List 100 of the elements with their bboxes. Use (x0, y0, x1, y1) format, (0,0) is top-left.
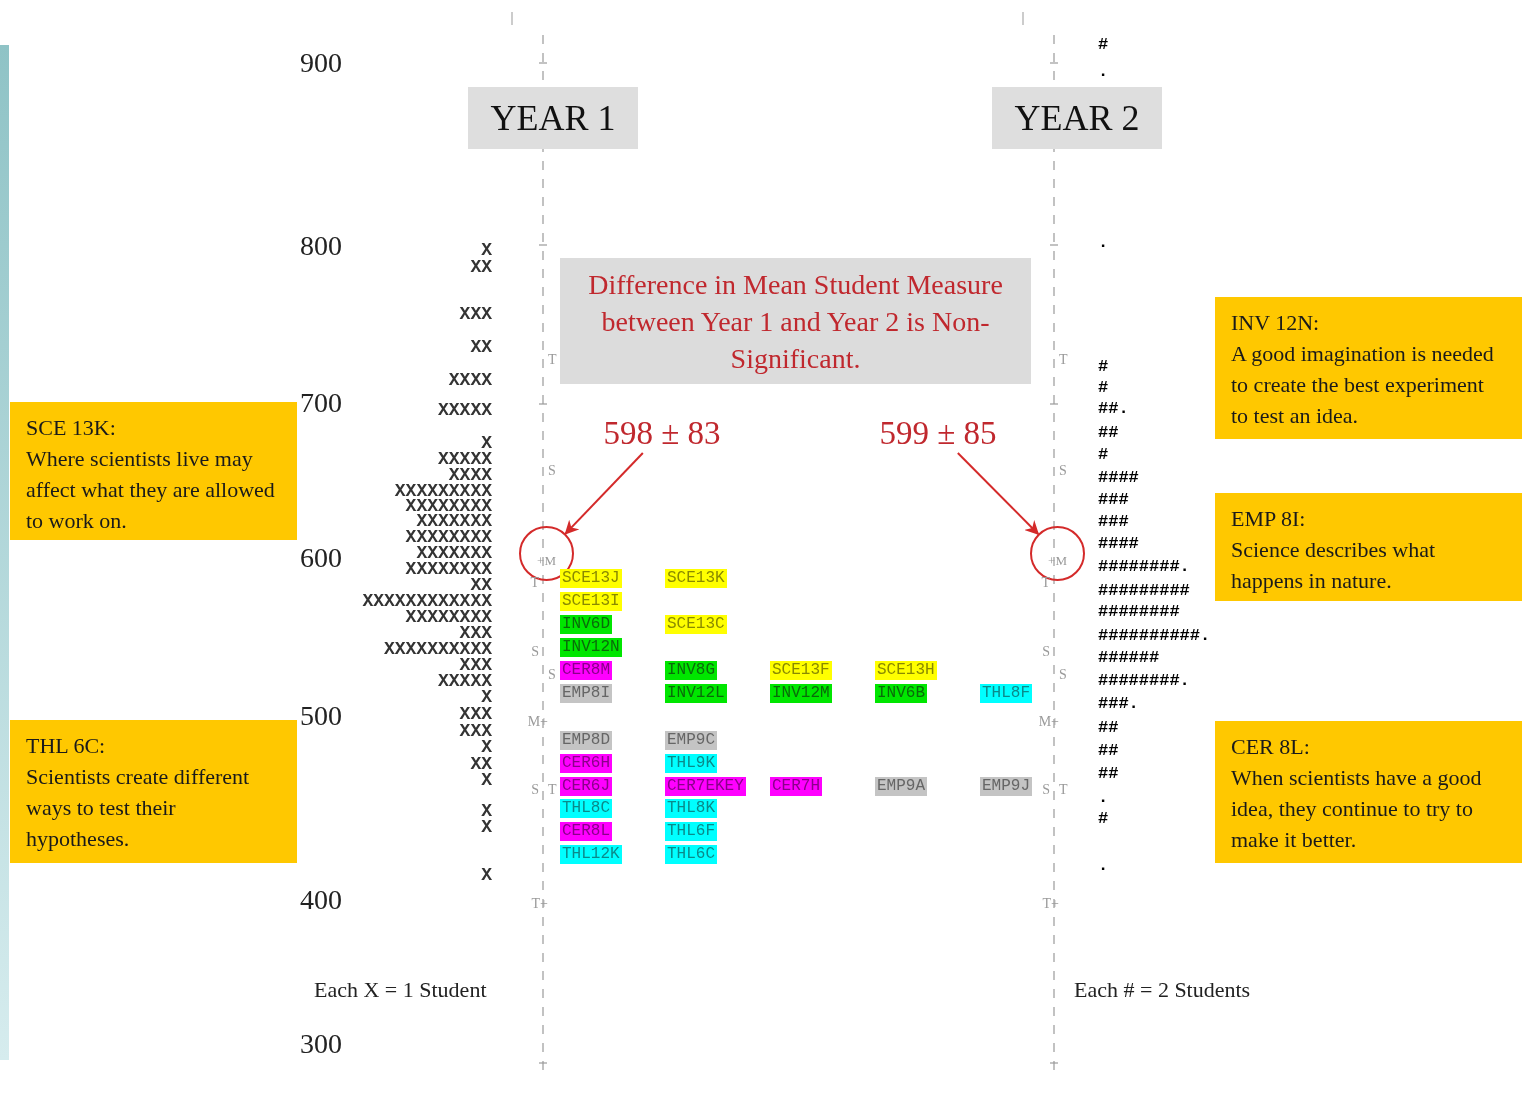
axis-value: 800 (300, 230, 342, 262)
axis-marker: S (1042, 644, 1050, 660)
student-count-row: ######## (1098, 604, 1180, 620)
item-tag: THL6C (665, 845, 717, 864)
item-tag: CER7EKEY (665, 777, 746, 796)
card-text: A good imagination is needed to create the best experiment to test an idea. (1231, 340, 1495, 430)
axis-marker: T (1059, 352, 1068, 368)
student-count-row: ## (1098, 743, 1119, 759)
axis-marker: T (548, 782, 557, 798)
student-count-row: ########. (1098, 559, 1190, 575)
item-tag: THL8K (665, 799, 717, 818)
item-tag: SCE13C (665, 615, 727, 634)
year-heading: YEAR 2 (992, 87, 1162, 149)
item-tag: SCE13H (875, 661, 937, 680)
histogram-key: Each # = 2 Students (1074, 977, 1251, 1003)
axis-marker: M+ (1038, 714, 1059, 730)
student-count-row: ######### (1098, 583, 1190, 599)
student-count-row: ## (1098, 720, 1119, 736)
histogram-key: Each X = 1 Student (314, 977, 487, 1003)
item-tag: INV6B (875, 684, 927, 703)
student-count-row: X (481, 819, 492, 835)
item-tag: INV8G (665, 661, 717, 680)
axis-marker: M+ (527, 714, 548, 730)
student-count-row: XX (470, 756, 492, 772)
axis-value: 400 (300, 884, 342, 916)
student-count-row: XXXXX (438, 402, 492, 418)
item-tag: SCE13J (560, 569, 622, 588)
item-tag: SCE13K (665, 569, 727, 588)
item-tag: INV12L (665, 684, 727, 703)
item-tag: CER6J (560, 777, 612, 796)
item-tag: SCE13I (560, 592, 622, 611)
item-tag: EMP9C (665, 731, 717, 750)
item-tag: CER8M (560, 661, 612, 680)
item-tag: SCE13F (770, 661, 832, 680)
item-tag: EMP9A (875, 777, 927, 796)
axis-value: 500 (300, 700, 342, 732)
student-count-row: ## (1098, 766, 1119, 782)
card-heading: SCE 13K: (26, 414, 117, 442)
student-count-row: # (1098, 380, 1109, 396)
card-text: When scientists have a good idea, they continue to try to make it better. (1231, 764, 1483, 854)
student-count-row: . (1098, 858, 1109, 874)
student-count-row: XXX (459, 657, 492, 673)
student-count-row: XXXXXXXXXX (383, 641, 492, 657)
student-count-row: . (1098, 64, 1109, 80)
student-count-row: XXXXXXXXX (394, 483, 492, 499)
mean-value: 598 ± 83 (592, 413, 732, 453)
student-count-row: XXX (459, 625, 492, 641)
item-tag: EMP8I (560, 684, 612, 703)
axis-value: 300 (300, 1028, 342, 1060)
item-tag: CER7H (770, 777, 822, 796)
item-description-card (10, 720, 297, 863)
mean-value: 599 ± 85 (868, 413, 1008, 453)
student-count-row: X (481, 867, 492, 883)
axis-marker: S (531, 782, 539, 798)
item-tag: INV12M (770, 684, 832, 703)
student-count-row: X (481, 435, 492, 451)
student-count-row: # (1098, 359, 1109, 375)
student-count-row: ###. (1098, 696, 1139, 712)
item-tag: THL9K (665, 754, 717, 773)
item-description-card (10, 402, 297, 540)
item-tag: CER6H (560, 754, 612, 773)
student-count-row: XX (470, 259, 492, 275)
student-count-row: XXX (459, 723, 492, 739)
student-count-row: XXXX (448, 372, 492, 388)
item-tag: THL6F (665, 822, 717, 841)
item-tag: INV6D (560, 615, 612, 634)
student-count-row: . (1098, 235, 1109, 251)
student-count-row: . (1098, 790, 1109, 806)
student-count-row: X (481, 803, 492, 819)
student-count-row: # (1098, 37, 1109, 53)
axis-marker: S (1059, 463, 1067, 479)
student-count-row: ###### (1098, 650, 1160, 666)
axis-marker: S (548, 463, 556, 479)
student-count-row: ## (1098, 425, 1119, 441)
student-count-row: XXX (459, 706, 492, 722)
student-count-row: XX (470, 577, 492, 593)
item-description-card (1215, 493, 1522, 601)
student-count-row: XXX (459, 306, 492, 322)
student-count-row: X (481, 739, 492, 755)
student-count-row: X (481, 772, 492, 788)
student-count-row: X (481, 689, 492, 705)
card-text: Where scientists live may affect what they are allowed to work on. (26, 445, 276, 535)
axis-marker: S (531, 644, 539, 660)
item-description-card (1215, 297, 1522, 439)
student-count-row: XXXX (448, 467, 492, 483)
item-tag: THL8C (560, 799, 612, 818)
student-count-row: # (1098, 811, 1109, 827)
year-heading: YEAR 1 (468, 87, 638, 149)
student-count-row: XXXXXXXX (405, 609, 492, 625)
student-count-row: ### (1098, 492, 1129, 508)
student-count-row: XXXXXXXX (405, 561, 492, 577)
card-heading: EMP 8I: (1231, 505, 1307, 533)
student-count-row: XXXXX (438, 673, 492, 689)
item-description-card (1215, 721, 1522, 863)
note-box: Difference in Mean Student Measure between Year 1 and Year 2 is Non-Significant. (560, 258, 1031, 384)
item-tag: THL8F (980, 684, 1032, 703)
item-tag: INV12N (560, 638, 622, 657)
card-heading: CER 8L: (1231, 733, 1311, 761)
card-heading: INV 12N: (1231, 309, 1321, 337)
arrow (956, 452, 1040, 535)
